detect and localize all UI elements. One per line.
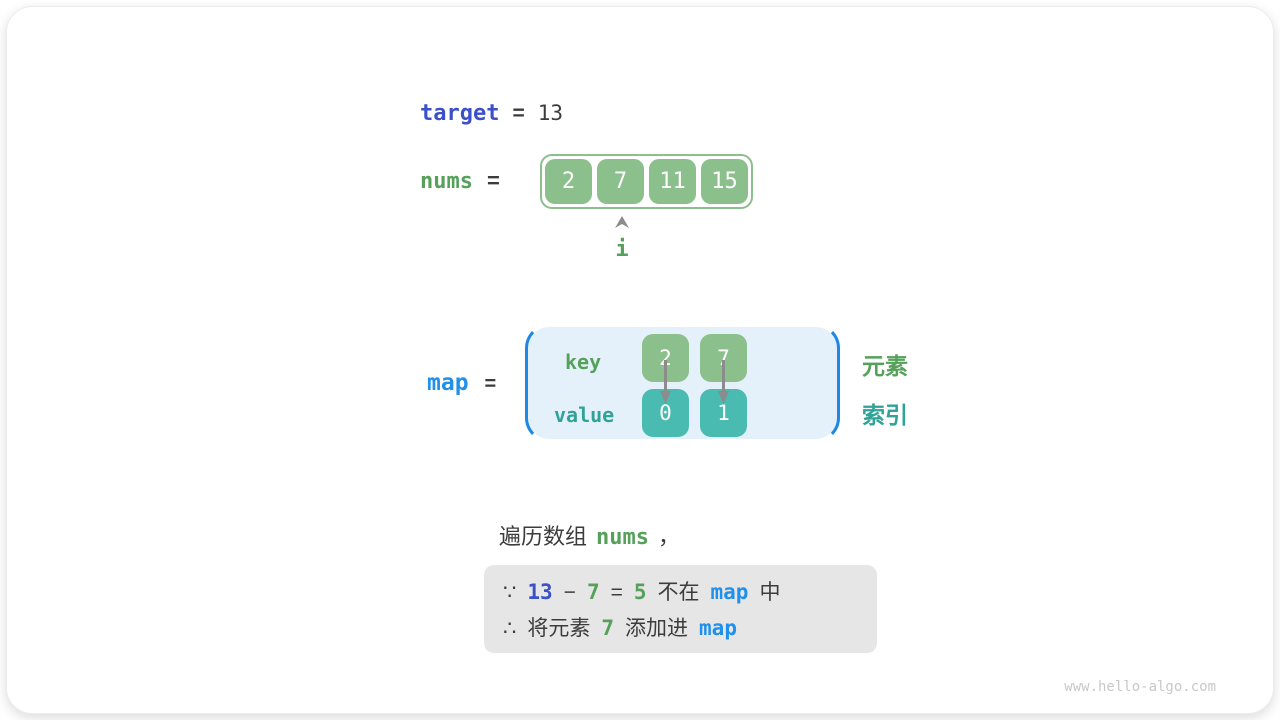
note-num-value: 7 — [601, 616, 615, 640]
map-key-label: key — [565, 350, 602, 374]
caption-comma: ， — [658, 524, 681, 549]
note-suffix-text: 中 — [759, 581, 781, 604]
index-pointer-icon — [615, 216, 629, 228]
index-side-label: 索引 — [862, 402, 908, 428]
note-prefix-text: 将元素 — [527, 617, 591, 640]
equals-sign: = — [486, 168, 500, 193]
map-key-cell-1: 7 — [700, 334, 747, 382]
array-cell-2: 11 — [649, 159, 696, 204]
because-symbol: ∵ — [503, 581, 517, 604]
nums-assignment-label: nums = — [420, 168, 500, 194]
map-keyword: map — [427, 370, 469, 396]
target-value: 13 — [537, 101, 564, 125]
map-assignment-label: map = — [427, 370, 496, 396]
map-value-cell-1: 1 — [700, 389, 747, 437]
note-target-value: 13 — [527, 580, 553, 604]
map-container: key value 2 7 0 1 — [525, 324, 840, 442]
note-box: ∵ 13 − 7 = 5 不在 map 中 ∴ 将元素 7 添加进 map — [484, 565, 877, 653]
figure-card: target = 13 nums = 2 7 11 15 i map = key… — [6, 6, 1274, 714]
therefore-symbol: ∴ — [503, 617, 517, 640]
note-num-value: 7 — [586, 580, 600, 604]
array-cell-1: 7 — [597, 159, 644, 204]
minus-sign: − — [563, 581, 576, 604]
array-cell-3: 15 — [701, 159, 748, 204]
equals-sign: = — [512, 102, 525, 125]
note-not-in-text: 不在 — [657, 581, 700, 604]
nums-keyword: nums — [420, 169, 473, 194]
array-cell-0: 2 — [545, 159, 592, 204]
caption-prefix: 遍历数组 — [499, 524, 588, 549]
note-map-keyword: map — [710, 580, 749, 604]
note-line-2: ∴ 将元素 7 添加进 map — [503, 613, 858, 644]
watermark: www.hello-algo.com — [1064, 679, 1216, 695]
caption-line: 遍历数组 nums ， — [499, 519, 680, 551]
note-diff-value: 5 — [633, 580, 647, 604]
map-key-cell-0: 2 — [642, 334, 689, 382]
equals-sign: = — [610, 581, 623, 604]
note-middle-text: 添加进 — [625, 617, 689, 640]
map-value-cell-0: 0 — [642, 389, 689, 437]
note-line-1: ∵ 13 − 7 = 5 不在 map 中 — [503, 577, 858, 608]
map-value-label: value — [554, 403, 615, 427]
caption-code: nums — [596, 525, 649, 550]
target-keyword: target — [420, 101, 500, 126]
note-map-keyword: map — [699, 616, 737, 640]
element-side-label: 元素 — [862, 353, 908, 379]
target-assignment: target = 13 — [420, 101, 563, 126]
nums-array: 2 7 11 15 — [540, 154, 753, 209]
equals-sign: = — [484, 373, 497, 395]
iterator-label: i — [615, 237, 629, 262]
